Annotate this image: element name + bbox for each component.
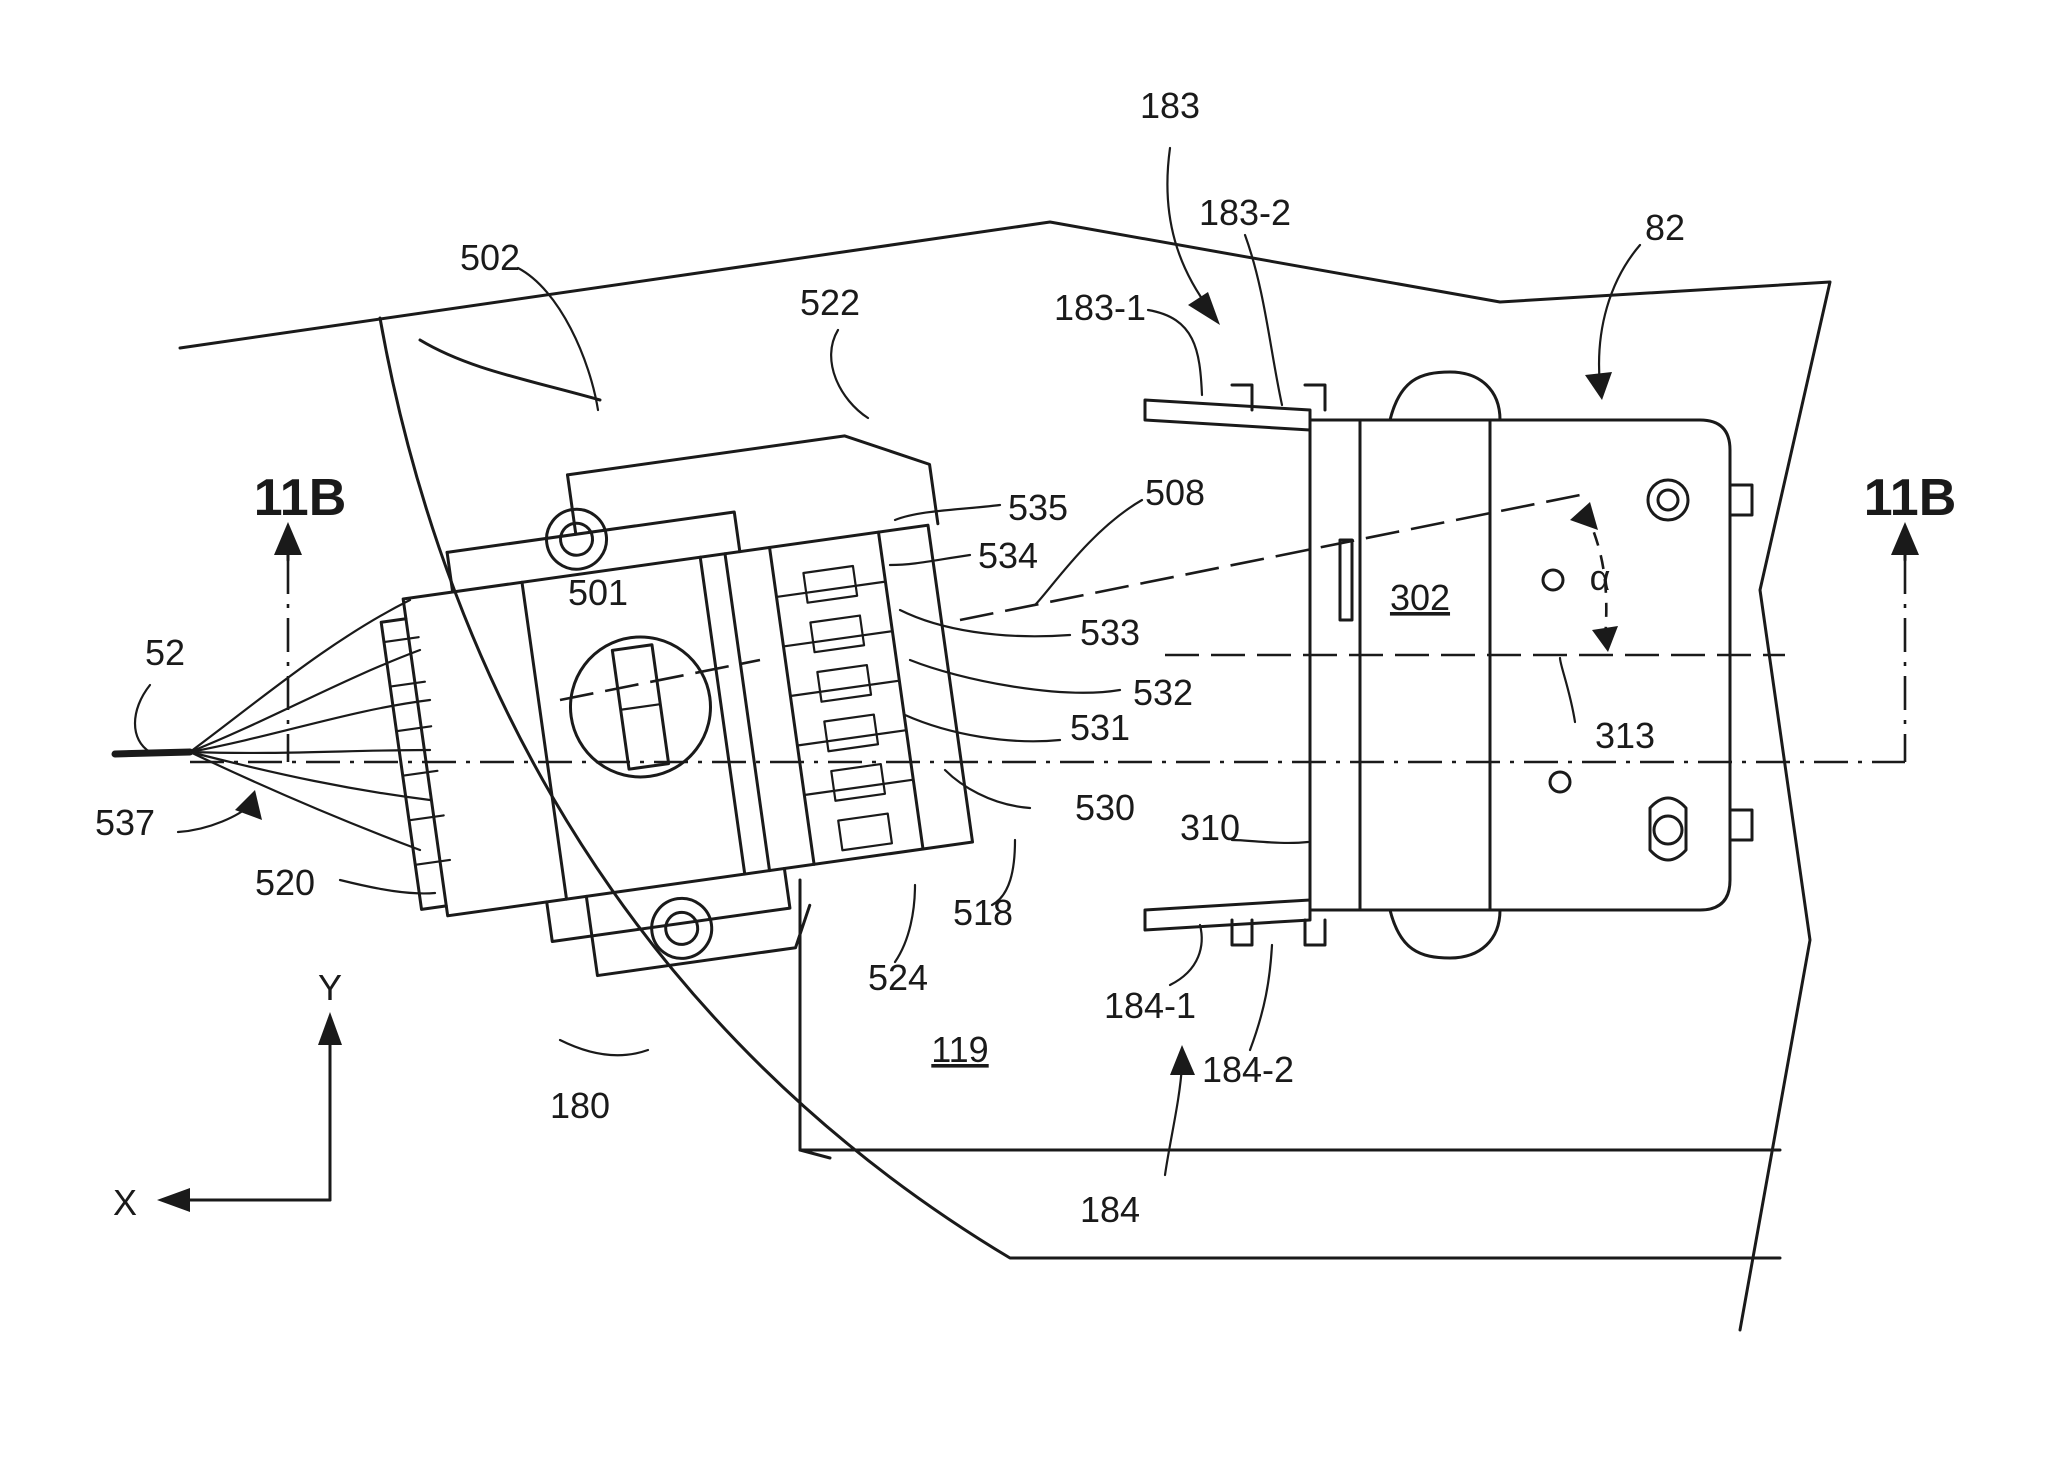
label-532: 532: [1133, 672, 1193, 713]
label-82: 82: [1645, 207, 1685, 248]
label-518: 518: [953, 892, 1013, 933]
label-313: 313: [1595, 715, 1655, 756]
label-302: 302: [1390, 577, 1450, 618]
connector-assembly-501: [364, 340, 993, 999]
label-184-2: 184-2: [1202, 1049, 1294, 1090]
label-524: 524: [868, 957, 928, 998]
label-502: 502: [460, 237, 520, 278]
label-x-axis: X: [113, 1182, 137, 1223]
label-537: 537: [95, 802, 155, 843]
part-82: [1145, 372, 1752, 958]
leader-lines: [135, 148, 1640, 1175]
label-alpha: α: [1590, 557, 1611, 598]
label-119: 119: [931, 1029, 988, 1070]
label-508: 508: [1145, 472, 1205, 513]
label-183-1: 183-1: [1054, 287, 1146, 328]
label-501: 501: [568, 572, 628, 613]
label-11b-right: 11B: [1864, 469, 1957, 527]
label-534: 534: [978, 535, 1038, 576]
label-520: 520: [255, 862, 315, 903]
label-184-1: 184-1: [1104, 985, 1196, 1026]
label-180: 180: [550, 1085, 610, 1126]
axis-indicator: [157, 1012, 342, 1212]
label-y-axis: Y: [318, 967, 342, 1008]
center-lines: [190, 495, 1919, 762]
label-11b-left: 11B: [254, 469, 347, 527]
label-533: 533: [1080, 612, 1140, 653]
label-183: 183: [1140, 85, 1200, 126]
label-522: 522: [800, 282, 860, 323]
label-52: 52: [145, 632, 185, 673]
label-530: 530: [1075, 787, 1135, 828]
label-535: 535: [1008, 487, 1068, 528]
reference-labels: 183 183-2 183-1 82 502 522 11B 11B 535 5…: [95, 85, 1956, 1230]
label-310: 310: [1180, 807, 1240, 848]
label-531: 531: [1070, 707, 1130, 748]
label-183-2: 183-2: [1199, 192, 1291, 233]
label-184: 184: [1080, 1189, 1140, 1230]
